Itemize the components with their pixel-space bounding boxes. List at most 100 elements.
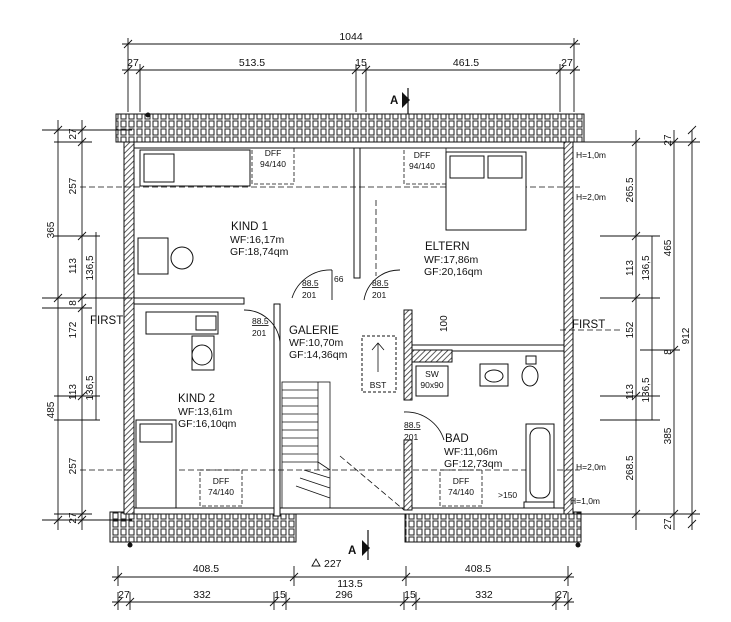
dim-top-27-right: 27 (561, 57, 573, 69)
door-tag-width: 88.5 (302, 278, 319, 288)
dim-right-152: 152 (625, 321, 636, 338)
door-tag-width: 88.5 (252, 316, 269, 326)
height-h2-bottom: H=2,0m (576, 462, 606, 472)
dff-size: 94/140 (260, 159, 286, 169)
dim-bottom2-27-right: 27 (556, 589, 568, 601)
room-kind2-gf: GF:16,10qm (178, 418, 237, 430)
door-tag-width: 88.5 (372, 278, 389, 288)
bottom-dimension-lines (112, 566, 574, 610)
dim-right-268: 268.5 (625, 455, 636, 480)
door-tag-width: 88.5 (404, 420, 421, 430)
dff-boxes (199, 147, 483, 507)
room-kind2-wf: WF:13,61m (178, 406, 233, 418)
door-66: 66 (334, 274, 344, 284)
door-tag-height: 201 (252, 328, 266, 338)
room-bad-wf: WF:11,06m (444, 446, 498, 458)
dim-left-113-bottom: 113 (68, 384, 79, 400)
dim-right-912: 912 (681, 327, 692, 344)
section-label-top: A (390, 95, 398, 107)
room-galerie-gf: GF:14,36qm (289, 349, 348, 361)
dim-left-136-top: 136,5 (85, 255, 96, 280)
roof-nail-marker (145, 112, 151, 118)
arrow-up-icon (371, 342, 385, 372)
dim-right-136-bottom: 136,5 (641, 377, 652, 402)
wall-100-label: 100 (439, 315, 450, 332)
dim-top-461: 461.5 (453, 57, 479, 69)
dim-top-513: 513.5 (239, 57, 265, 69)
first-label-left: FIRST (90, 315, 123, 327)
dim-left-113-top: 113 (68, 258, 79, 274)
room-bad-gf: GF:12,73qm (444, 458, 503, 470)
height-h2-top: H=2,0m (576, 192, 606, 202)
dim-bottom-408-left: 408.5 (193, 563, 219, 575)
dim-bottom2-27-left: 27 (118, 589, 130, 601)
top-dimension-lines (122, 38, 580, 112)
dff-size: 74/140 (208, 487, 234, 497)
room-bad-name: BAD (445, 433, 469, 445)
room-eltern-gf: GF:20,16qm (424, 266, 483, 278)
door-tag-height: 201 (372, 290, 386, 300)
dim-left-136-bottom: 136,5 (85, 375, 96, 400)
first-label-right: FIRST (572, 319, 605, 331)
dim-bottom-113: 113.5 (337, 578, 363, 590)
height-h1-top: H=1,0m (576, 150, 606, 160)
level-triangle-icon (311, 558, 321, 567)
dim-left-27-bottom: 27 (68, 512, 79, 524)
door-swings (243, 269, 445, 441)
room-galerie-wf: WF:10,70m (289, 337, 344, 349)
dim-bottom2-332-right: 332 (475, 589, 493, 601)
walls (123, 141, 574, 517)
dim-bottom2-332-left: 332 (193, 589, 211, 601)
dim-left-27-top: 27 (68, 128, 79, 140)
dim-top-15: 15 (355, 57, 367, 69)
dim-bottom-408-right: 408.5 (465, 563, 491, 575)
dim-right-265: 265.5 (625, 177, 636, 202)
dff-size: 94/140 (409, 161, 435, 171)
room-kind1-gf: GF:18,74qm (230, 246, 289, 258)
dff-label: DFF (213, 476, 230, 486)
dim-top-27-left: 27 (127, 57, 139, 69)
section-mark-bottom (362, 530, 370, 560)
roof-nail-marker (127, 542, 133, 548)
furniture (135, 149, 555, 509)
roof-nail-marker (575, 542, 581, 548)
left-dimension-lines (42, 120, 132, 530)
dim-right-136-top: 136,5 (641, 255, 652, 280)
staircase (281, 381, 331, 509)
room-kind1-name: KIND 1 (231, 221, 268, 233)
dim-left-485: 485 (46, 401, 57, 418)
door-tag-height: 201 (302, 290, 316, 300)
dim-right-113-bottom: 113 (625, 384, 636, 400)
dim-left-365: 365 (46, 221, 57, 238)
roof-eave-top (115, 113, 585, 143)
right-dimension-lines (568, 125, 700, 530)
dim-left-257-bottom: 257 (68, 457, 79, 474)
dim-left-172: 172 (68, 321, 79, 338)
dim-left-8: 8 (68, 300, 79, 306)
room-eltern-wf: WF:17,86m (424, 254, 479, 266)
dim-bottom2-15-right: 15 (404, 589, 416, 601)
dff-size: 74/140 (448, 487, 474, 497)
dim-right-8: 8 (663, 349, 674, 355)
sw-label: SW (425, 369, 439, 379)
door-tag-height: 201 (404, 432, 418, 442)
roof-eave-bottom-right (404, 511, 582, 543)
sw-size: 90x90 (420, 380, 443, 390)
clearance-label: >150 (498, 490, 517, 500)
room-galerie-name: GALERIE (289, 325, 339, 337)
dim-bottom2-296: 296 (335, 589, 353, 601)
dim-right-113-top: 113 (625, 260, 636, 276)
dim-bottom2-15-left: 15 (274, 589, 286, 601)
dim-left-257-top: 257 (68, 177, 79, 194)
dim-right-27-bottom: 27 (663, 518, 674, 530)
dim-top-total: 1044 (339, 31, 363, 43)
room-kind2-name: KIND 2 (178, 393, 215, 405)
room-kind1-wf: WF:16,17m (230, 234, 285, 246)
dim-right-27-top: 27 (663, 134, 674, 146)
dim-right-465: 465 (663, 239, 674, 256)
dim-bottom-227: 227 (324, 558, 342, 570)
dff-label: DFF (414, 150, 431, 160)
section-label-bottom: A (348, 545, 356, 557)
roof-eave-bottom-left (109, 511, 297, 543)
